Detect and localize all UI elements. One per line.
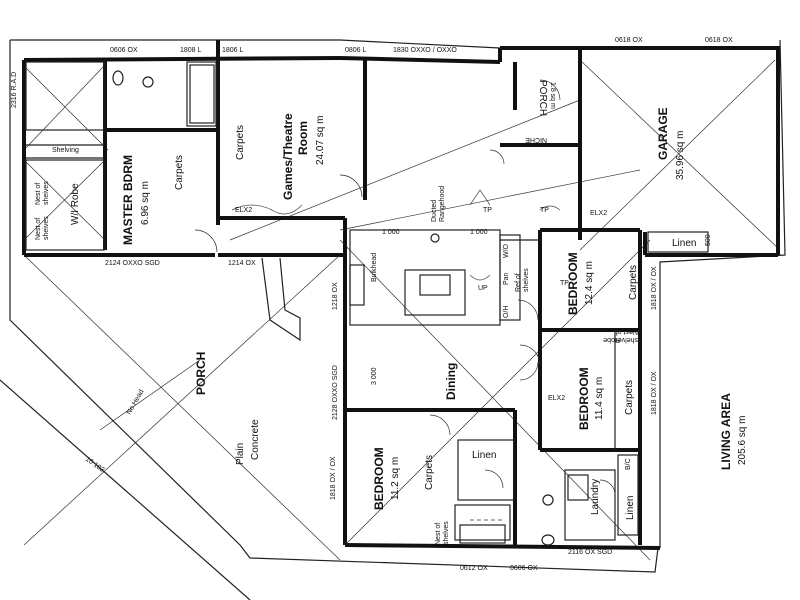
dim-1818-a: 1818 OX / OX: [651, 266, 658, 310]
tp-note-2: TP: [540, 207, 549, 214]
dining-label: Dining: [444, 363, 458, 400]
pan-label: Pan: [503, 272, 510, 285]
nest-label-1: Nest of: [35, 183, 42, 205]
shower-icon: [189, 64, 215, 124]
shelves-bath-label: shelves: [443, 521, 450, 545]
shelves-label: shelves: [614, 336, 638, 343]
dim-1000-b: 1 000: [470, 229, 488, 236]
toilet-icon-2: [541, 534, 555, 546]
master-bdrm-label: MASTER BDRM: [121, 155, 135, 245]
bedroom-3-carpets: Carpets: [424, 455, 435, 490]
dim-1818-b: 1818 OX / OX: [651, 371, 658, 415]
bedroom-3-label: BEDROOM: [372, 447, 386, 510]
linen-bath-label: Linen: [472, 450, 496, 461]
nest-of-label: Nest of: [616, 328, 638, 335]
laundry-label: Laundry: [590, 479, 601, 515]
dim-3000: 3 000: [371, 367, 378, 385]
partitions: [25, 61, 709, 541]
door-swings: [194, 79, 616, 521]
master-area-label: 6.96 sq m: [140, 181, 151, 225]
elec-note-3: ELX2: [590, 210, 607, 217]
dim-1218: 1218 OX: [332, 282, 339, 310]
fixtures: [112, 64, 589, 546]
walls: [22, 40, 780, 550]
bedroom-1-area: 12.4 sq m: [584, 261, 595, 305]
ducted-label: Ducted: [431, 200, 438, 222]
cooktop-icon: [430, 233, 440, 243]
nest-label-2b: sheives: [43, 216, 50, 240]
dim-top-2: 1808 L: [180, 47, 202, 54]
living-area-size: 205.6 sq m: [737, 416, 748, 465]
sink-icon: [419, 274, 451, 296]
ref2-label: shelves: [523, 268, 530, 292]
linen-garage-label: Linen: [672, 238, 696, 249]
wo-label: W/O: [503, 243, 510, 258]
dim-top-4: 0806 L: [345, 47, 367, 54]
shelving-label: Shelving: [52, 147, 79, 154]
oh-label: O/H: [503, 306, 510, 318]
tub-icon: [459, 524, 506, 544]
games-area-label: 24.07 sq m: [315, 116, 326, 165]
bedroom-2-label: BEDROOM: [577, 367, 591, 430]
bc-label: B/C: [625, 458, 632, 470]
trough-icon: [567, 474, 589, 501]
porch-top-label: PORCH: [537, 80, 548, 116]
dim-1214: 1214 OX: [228, 260, 256, 267]
basin-icon-2: [542, 494, 554, 506]
dim-left-rad: 2316 R.A.D: [11, 72, 18, 108]
bedroom-2-carpets: Carpets: [624, 380, 635, 415]
dim-top-1: 0606 OX: [110, 47, 138, 54]
master-carpets-label: Carpets: [174, 155, 185, 190]
dim-1000-a: 1 000: [382, 229, 400, 236]
games-room-label-2: Room: [296, 121, 310, 155]
bedroom-3-area: 11.2 sq m: [390, 457, 401, 500]
dim-top-3: 1806 L: [222, 47, 244, 54]
scribbles: [231, 189, 561, 281]
dim-bottom-2116: 2116 OX SGD: [568, 549, 612, 556]
dim-top-6: 0618 OX: [615, 37, 643, 44]
dim-10182: 10 182: [84, 456, 106, 474]
bedroom-2-area: 11.4 sq m: [594, 377, 605, 420]
dim-bottom-0606: 0606 OX: [510, 565, 538, 572]
dim-2128-sgd: 2128 OXXO SGD: [332, 365, 339, 420]
linen-laundry-label: Linen: [625, 496, 636, 520]
dim-sgd-2124: 2124 OXXO SGD: [105, 260, 160, 267]
dim-bottom-0612: 0612 OX: [460, 565, 488, 572]
elec-note-2: ELX2: [548, 395, 565, 402]
concrete-label: Concrete: [250, 419, 261, 460]
site-outline: [0, 39, 786, 600]
dim-1818-c: 1818 OX / OX: [330, 456, 337, 500]
plain-label: Plain: [235, 443, 246, 465]
games-room-label: Games/Theatre: [281, 113, 295, 200]
robe-label: Robe: [603, 336, 620, 343]
dim-top-7: 0618 OX: [705, 37, 733, 44]
bedroom-1-carpets: Carpets: [628, 265, 639, 300]
nest-label-1b: sheives: [43, 181, 50, 205]
toilet-icon: [112, 70, 124, 86]
wi-robe-label: W/I Robe: [70, 183, 81, 225]
nest-label-2: Nest of: [35, 218, 42, 240]
bulkhead-label: Bulkhead: [371, 253, 378, 282]
porch-top-area: 1.8 sq m: [549, 82, 556, 109]
tp-note-3: TP: [560, 280, 569, 287]
dim-500: 500: [705, 234, 712, 246]
no-head-label: No Head: [126, 388, 146, 416]
ref-label: Ref of: [515, 273, 522, 292]
elec-note-1: ELX2: [235, 207, 252, 214]
bedroom-1-label: BEDROOM: [566, 252, 580, 315]
garage-area-label: 35.96 sq m: [675, 131, 686, 180]
up-note: UP: [478, 285, 488, 292]
nest-bath-label: Nest of: [435, 523, 442, 545]
garage-label: GARAGE: [656, 107, 670, 160]
living-area-label: LIVING AREA: [719, 393, 733, 470]
rangehood-label: Rangehood: [439, 186, 446, 222]
dim-top-5: 1830 OXXO / OXXO: [393, 47, 457, 54]
tp-note-1: TP: [483, 207, 492, 214]
basin-icon: [142, 76, 154, 88]
games-carpets-label: Carpets: [235, 125, 246, 160]
niche-label: NICHE: [525, 136, 547, 143]
porch-main-label: PORCH: [194, 352, 208, 395]
